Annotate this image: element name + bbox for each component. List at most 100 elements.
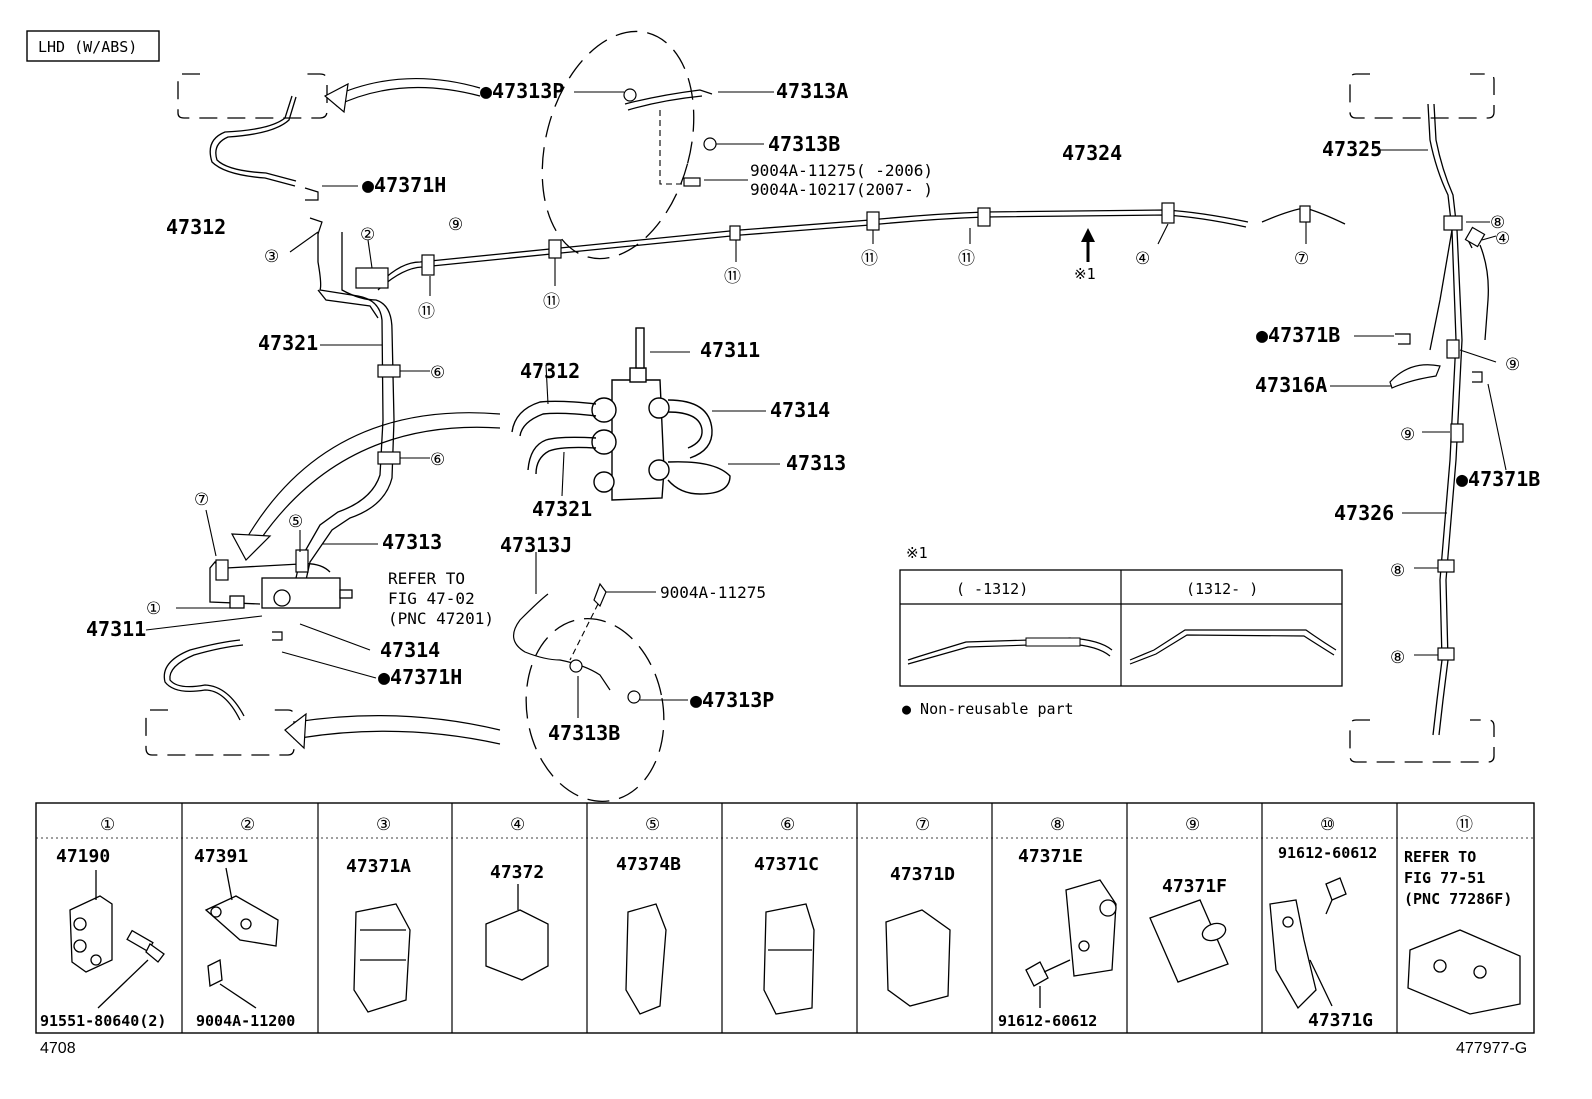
label-47312-mid: 47312 [520,359,580,383]
callout-7-b: ⑦ [194,490,209,510]
label-ref-mark: ※1 [1074,265,1096,283]
table-cell-47371E: 47371E [1018,846,1083,867]
callout-8-a: ⑧ [1390,561,1405,581]
table-head-8: ⑧ [1050,815,1065,835]
label-47313B-top: 47313B [768,132,840,156]
table-head-5: ⑤ [645,815,660,835]
callout-4-a: ④ [1135,249,1150,269]
inset-mark: ※1 [906,544,928,562]
label-47371H-top: ●47371H [362,173,446,197]
label-9004A-10217: 9004A-10217(2007- ) [750,180,933,199]
table-cell-91551: 91551-80640(2) [40,1012,166,1030]
label-refer-line2: FIG 47-02 [388,589,475,608]
table-cell-47371C: 47371C [754,854,819,875]
header-box [26,30,160,62]
table-cell-47372: 47372 [490,862,544,883]
label-47311-mid: 47311 [700,338,760,362]
table-head-10: ⑩ [1320,815,1335,835]
callout-9-partial: ⑨ [448,215,463,235]
label-47313P-bottom: ●47313P [690,688,774,712]
label-9004A-11275-top: 9004A-11275( -2006) [750,161,933,180]
callout-11-e: ⑪ [958,249,975,269]
label-47321-mid: 47321 [532,497,592,521]
label-47313-mid: 47313 [786,451,846,475]
table-cell-47371G: 47371G [1308,1010,1373,1031]
table-cell-91612-a: 91612-60612 [998,1012,1097,1030]
table-cell-47371D: 47371D [890,864,955,885]
inset-legend: ● Non-reusable part [902,700,1074,718]
ref-arrow [1081,228,1095,262]
inset-table: ※1 ( -1312) (1312- ) ● Non-reusable part [899,544,1343,718]
table-cell-refer-1: REFER TO [1404,848,1476,866]
table-head-9: ⑨ [1185,815,1200,835]
label-47326: 47326 [1334,501,1394,525]
dashed-leaders [569,110,684,661]
callout-3: ③ [264,247,279,267]
callout-11-d: ⑪ [861,249,878,269]
label-47314-left: 47314 [380,638,440,662]
callout-2: ② [360,225,375,245]
label-47316A: 47316A [1255,373,1327,397]
label-47314-mid: 47314 [770,398,830,422]
part-labels: ●47313P 47313A 47313B 9004A-11275( -2006… [86,79,1540,745]
callout-5: ⑤ [288,512,303,532]
callout-4-b: ④ [1495,229,1510,249]
table-head-2: ② [240,815,255,835]
footer-left: 4708 [40,1040,76,1057]
table-head-11: ⑪ [1456,815,1473,835]
callout-7-a: ⑦ [1294,249,1309,269]
label-47371B-left: ●47371B [1256,323,1340,347]
inset-col-right: (1312- ) [1186,580,1258,598]
wheel-boxes [145,73,1495,763]
label-leaders [145,91,1507,718]
callout-11-c: ⑪ [724,267,741,287]
label-47313J: 47313J [500,533,572,557]
label-refer-line1: REFER TO [388,569,465,588]
callout-6-b: ⑥ [430,450,445,470]
table-cell-9004A-11200: 9004A-11200 [196,1012,295,1030]
table-head-3: ③ [376,815,391,835]
label-47313-left: 47313 [382,530,442,554]
label-9004A-11275-bottom: 9004A-11275 [660,583,766,602]
valve-detail [511,327,731,501]
label-47313B-bottom: 47313B [548,721,620,745]
table-head-4: ④ [510,815,525,835]
inset-col-left: ( -1312) [956,580,1028,598]
callout-9-b: ⑨ [1400,425,1415,445]
label-47325: 47325 [1322,137,1382,161]
table-head-7: ⑦ [915,815,930,835]
table-cell-47391: 47391 [194,846,248,867]
label-refer-line3: (PNC 47201) [388,609,494,628]
callout-6-a: ⑥ [430,363,445,383]
valve-small [229,577,353,609]
callout-1: ① [146,599,161,619]
callout-11-a: ⑪ [418,302,435,322]
table-head-6: ⑥ [780,815,795,835]
label-47321-left: 47321 [258,331,318,355]
callout-11-b: ⑪ [543,292,560,312]
callout-9-a: ⑨ [1505,355,1520,375]
label-47313P-top: ●47313P [480,79,564,103]
circled-callouts: ③ ② ⑪ ⑪ ⑪ ⑪ ⑪ ④ ⑦ ⑥ ⑥ ⑦ ⑤ ① ④ ⑧ ⑨ ⑨ ⑧ ⑧ … [146,213,1520,668]
table-cell-91612-b: 91612-60612 [1278,844,1377,862]
label-47312-left: 47312 [166,215,226,239]
parts-table: ① ② ③ ④ ⑤ ⑥ ⑦ ⑧ ⑨ ⑩ ⑪ 47190 91551-80640(… [35,802,1535,1034]
table-cell-47374B: 47374B [616,854,681,875]
table-cell-47371A: 47371A [346,856,411,877]
callout-8-top: ⑧ [1490,213,1505,233]
detail-ellipses [525,30,695,803]
table-head-1: ① [100,815,115,835]
table-cell-refer-2: FIG 77-51 [1404,869,1485,887]
label-47324: 47324 [1062,141,1122,165]
flow-arrows [230,77,501,750]
table-cell-47190: 47190 [56,846,110,867]
table-cell-refer-3: (PNC 77286F) [1404,890,1512,908]
callout-8-b: ⑧ [1390,648,1405,668]
label-47311-left: 47311 [86,617,146,641]
small-hardware [272,88,1483,704]
label-47371H-bottom: ●47371H [378,665,462,689]
table-cell-47371F: 47371F [1162,876,1227,897]
label-47313A: 47313A [776,79,848,103]
header-box-label: LHD (W/ABS) [38,38,137,56]
